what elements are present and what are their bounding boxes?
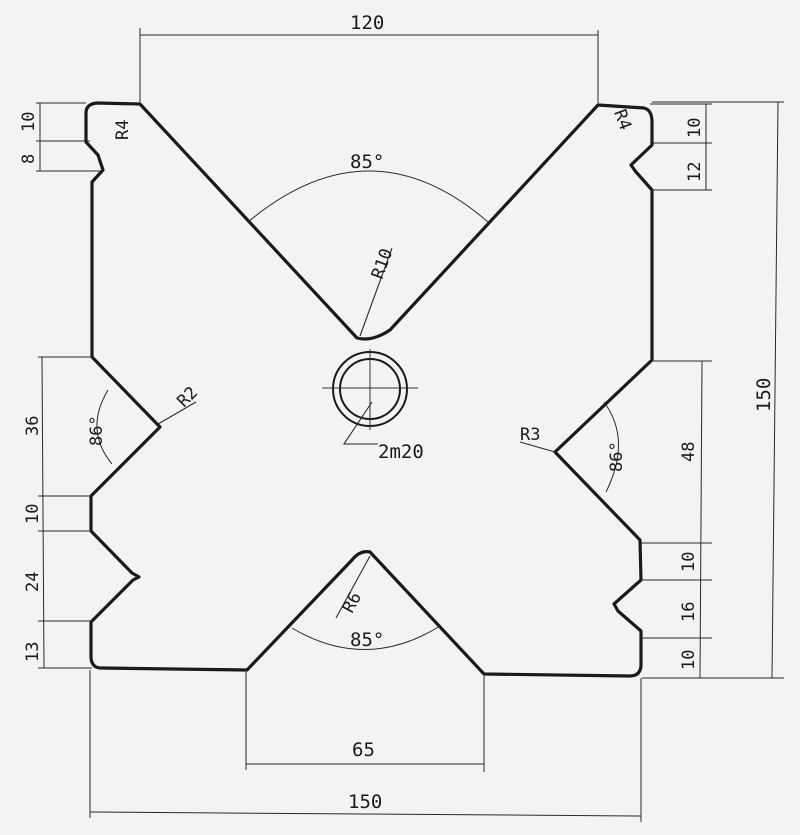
dim-left-middle-gap-label: 10 (23, 504, 43, 524)
dim-left-bottom-label: 13 (23, 642, 43, 662)
angle-right-label: 86° (607, 441, 627, 472)
dim-left-middle-upper-label: 36 (23, 416, 43, 436)
hole-leader (342, 401, 378, 445)
radius-top-left-label: R4 (113, 120, 133, 140)
radius-top-right-label: R4 (609, 107, 635, 133)
radius-top-label: R10 (368, 246, 397, 282)
radius-leader-right (519, 441, 556, 453)
radius-leader-bottom (335, 555, 371, 619)
dim-overall-height-label: 150 (753, 378, 775, 412)
dim-right-middle-label: 48 (679, 442, 699, 462)
dim-right-lower-mid-label: 16 (679, 602, 699, 622)
dim-left-top-upper-label: 10 (19, 112, 39, 132)
dim-right-top-upper-label: 10 (685, 118, 705, 138)
dim-right-top-lower-label: 12 (685, 162, 705, 182)
angle-top-label: 85° (350, 151, 384, 173)
radius-leader-left (157, 401, 197, 425)
dim-bottom-inner-label: 65 (352, 739, 375, 761)
hole-note-label: 2m20 (378, 441, 424, 463)
angle-bottom-label: 85° (350, 629, 384, 651)
angle-arc-right (603, 401, 619, 493)
part-outline (84, 101, 654, 678)
angle-arc-bottom (291, 625, 441, 650)
dim-right-lower-upper-label: 10 (679, 552, 699, 572)
dim-right-middle (699, 360, 703, 679)
dim-right-overall (771, 101, 779, 679)
angle-arc-top (247, 170, 489, 223)
dim-overall-width-label: 150 (348, 791, 382, 813)
radius-left-label: R2 (173, 383, 202, 412)
radius-bottom-label: R6 (339, 589, 366, 616)
angle-arc-left (96, 389, 113, 465)
angle-left-label: 86° (87, 415, 107, 446)
dim-left-middle (41, 356, 45, 669)
dim-right-lower-bottom-label: 10 (679, 650, 699, 670)
dim-left-lower-label: 24 (23, 572, 43, 592)
dim-left-top-lower-label: 8 (19, 154, 39, 164)
radius-right-label: R3 (520, 425, 540, 445)
dim-top-width-label: 120 (350, 12, 384, 34)
dim-line-bottom-overall (89, 811, 642, 817)
radius-leader-top (359, 247, 393, 337)
